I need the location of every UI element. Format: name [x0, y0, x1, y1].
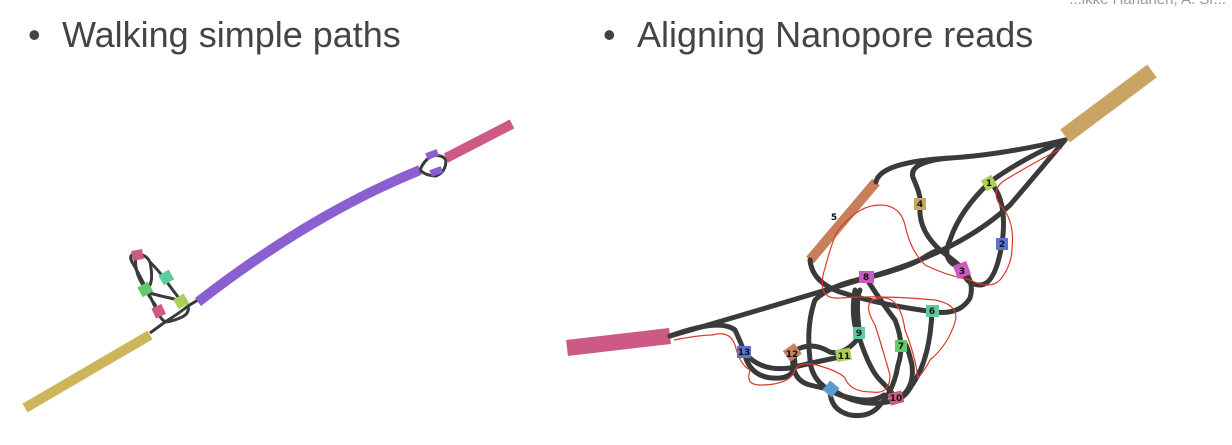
node-label: 3 — [959, 267, 965, 277]
node-label: 13 — [738, 348, 751, 358]
path-edge — [134, 253, 158, 307]
node-label: 12 — [786, 350, 799, 360]
graph-node-12: 12 — [782, 343, 802, 362]
graph-node-unlabeled — [822, 380, 840, 398]
path-segment-tan — [1060, 64, 1157, 143]
node-purple — [425, 149, 440, 160]
path-segment-purple — [194, 165, 422, 306]
heading-aligning-nanopore-reads: • Aligning Nanopore reads — [603, 14, 1033, 56]
path-segment-olive — [22, 330, 153, 413]
graph-node-10: 10 — [887, 390, 905, 406]
graph-node-4: 4 — [914, 198, 926, 210]
heading-text: Walking simple paths — [62, 14, 401, 55]
graph-node-11: 11 — [835, 347, 852, 363]
graph-node-9: 9 — [853, 327, 865, 339]
heading-walking-simple-paths: • Walking simple paths — [28, 14, 401, 56]
node-label: 2 — [999, 240, 1005, 250]
graph-node-1: 1 — [980, 174, 998, 192]
graph-node-6: 6 — [926, 305, 939, 317]
node-pink — [131, 249, 144, 261]
graph-node-2: 2 — [996, 238, 1008, 250]
bullet-dot: • — [28, 14, 41, 55]
node-label: 7 — [898, 342, 904, 352]
graph-node-8: 8 — [859, 271, 874, 283]
path-edge — [164, 305, 190, 324]
path-segment-pink — [443, 119, 515, 163]
graph-node-5: 5 — [831, 213, 837, 223]
node-green — [137, 281, 154, 298]
node-label: 6 — [929, 307, 935, 317]
node-label: 5 — [831, 213, 837, 223]
simple-path-graph — [22, 119, 515, 413]
node-label: 11 — [838, 352, 851, 362]
path-segment-pink — [566, 328, 671, 356]
node-purple — [429, 166, 444, 177]
path-segment-brown — [806, 178, 880, 264]
node-label: 8 — [863, 273, 869, 283]
nanopore-alignment-graph: 1 2 3 4 5 6 7 8 9 — [566, 64, 1157, 418]
nanopore-read-line — [673, 147, 1063, 393]
graph-node-3: 3 — [953, 261, 971, 279]
graph-node-7: 7 — [895, 340, 907, 352]
heading-text: Aligning Nanopore reads — [637, 14, 1034, 55]
node-label: 10 — [890, 394, 903, 404]
node-label: 9 — [856, 329, 862, 339]
source-attribution: ...ikke Harlanen, A. Sr... — [1069, 0, 1226, 8]
node-pink — [151, 303, 166, 319]
node-label: 4 — [917, 200, 923, 210]
graph-node-13: 13 — [737, 346, 751, 358]
node-lime — [173, 293, 190, 310]
node-label: 1 — [986, 179, 992, 189]
bullet-dot: • — [603, 14, 616, 55]
node-teal — [158, 269, 175, 286]
